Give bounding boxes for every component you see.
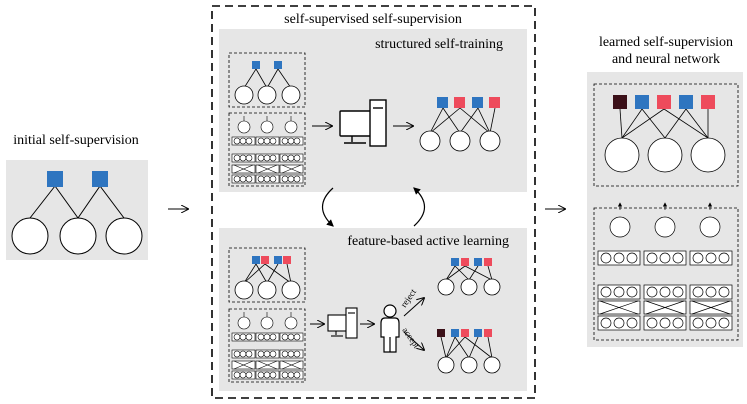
active-graph-box <box>228 247 306 303</box>
structured-graph <box>234 61 301 105</box>
cycle-arrows-icon <box>321 187 426 227</box>
active-label: feature-based active learning <box>347 234 509 249</box>
learned-network-box <box>593 207 739 341</box>
accept-arrow <box>403 331 424 350</box>
initial-graph <box>11 171 143 255</box>
structured-network-box <box>228 112 306 187</box>
active-graph <box>234 256 301 300</box>
person-icon <box>380 304 400 353</box>
middle-outer-box <box>211 5 536 399</box>
learned-graph-box <box>593 83 739 187</box>
structured-graph-box <box>228 52 306 108</box>
rejected-graph <box>437 258 501 296</box>
active-network <box>231 312 304 380</box>
middle-title: self-supervised self-supervision <box>284 12 462 27</box>
learned-label-line2: and neural network <box>612 52 720 67</box>
accepted-graph <box>437 329 501 374</box>
learned-graph <box>604 95 726 173</box>
computer-icon <box>339 99 387 147</box>
learned-label-line1: learned self-supervision <box>599 35 733 50</box>
initial-label: initial self-supervision <box>13 133 139 148</box>
reject-arrow <box>403 298 424 317</box>
computer-icon <box>327 307 358 339</box>
structured-output-graph <box>419 97 501 152</box>
structured-label: structured self-training <box>375 37 503 52</box>
learned-network <box>597 202 733 331</box>
structured-network <box>231 116 304 184</box>
active-network-box <box>228 308 306 383</box>
